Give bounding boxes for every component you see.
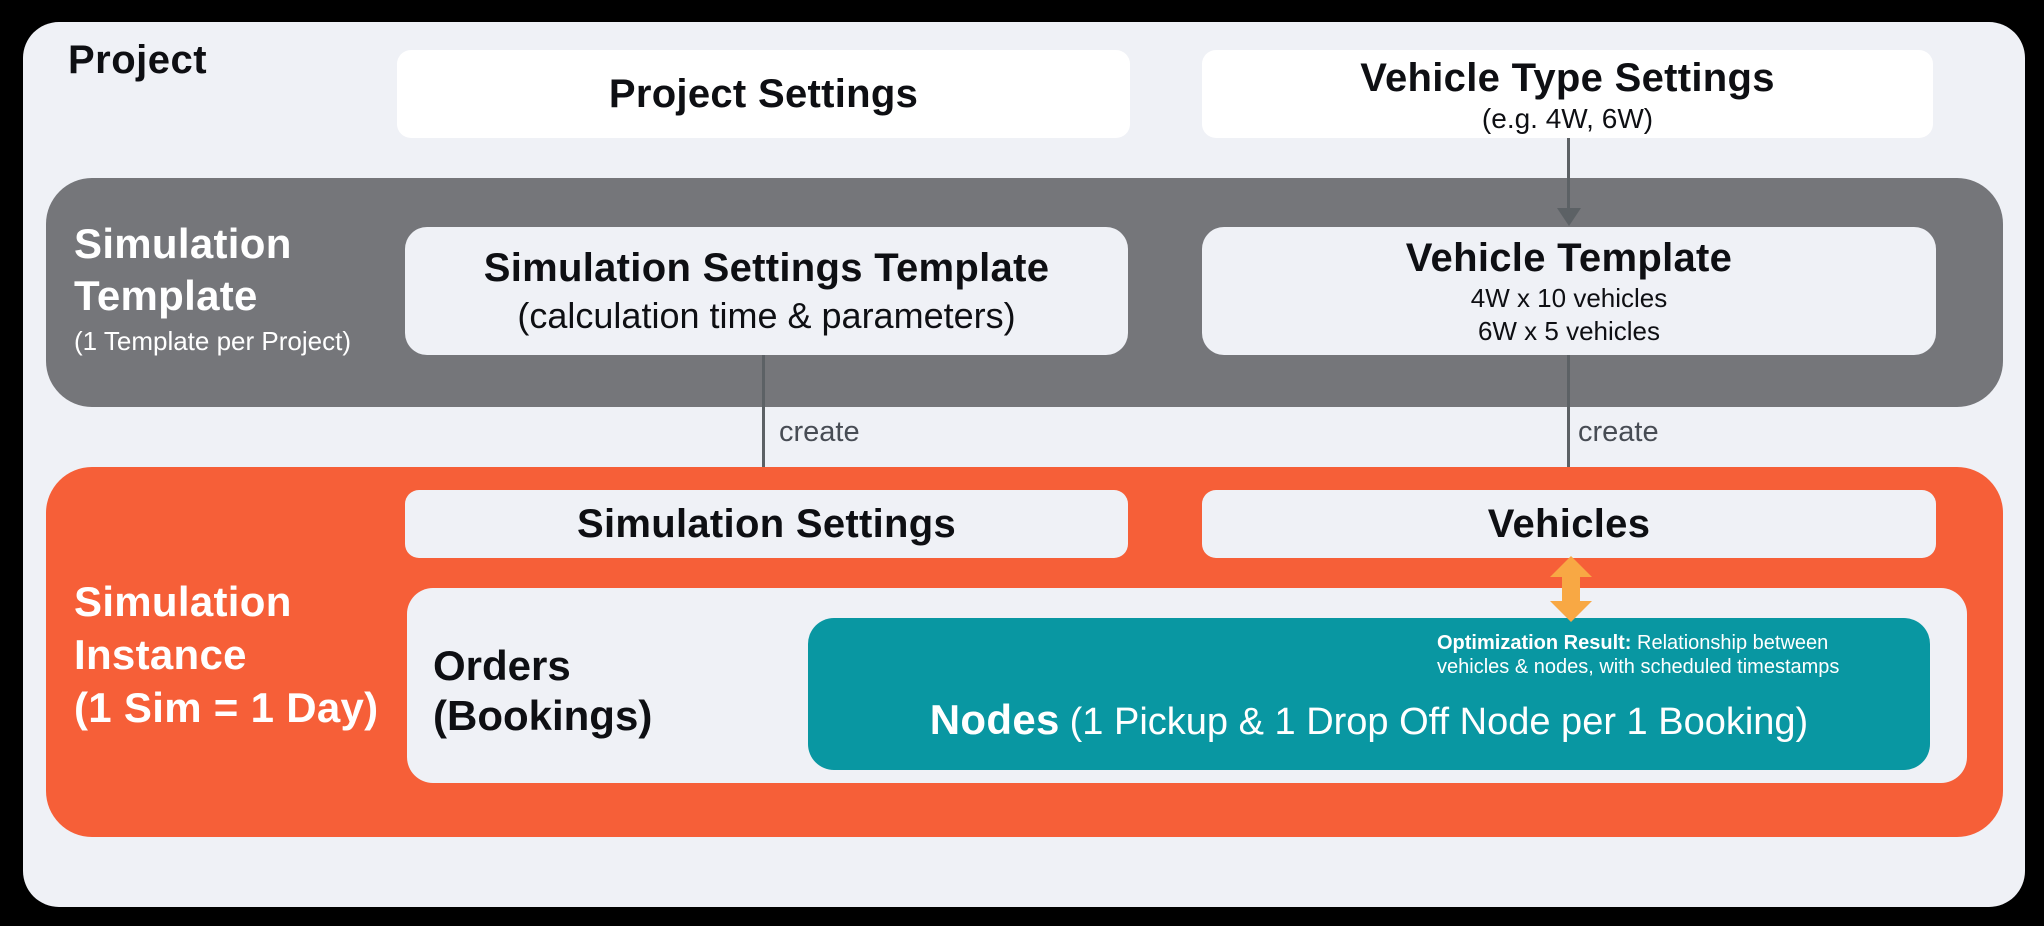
vehicle-type-settings-title: Vehicle Type Settings xyxy=(1360,55,1775,100)
orders-label-line1: Orders xyxy=(433,642,571,689)
simulation-template-label-line1: Simulation xyxy=(74,220,292,267)
vehicles-box: Vehicles xyxy=(1202,490,1936,558)
optimization-result-note: Optimization Result: Relationship betwee… xyxy=(1437,631,1897,679)
optimization-result-label: Optimization Result: xyxy=(1437,632,1632,654)
simulation-instance-label-line1: Simulation xyxy=(74,578,292,625)
vehicle-type-settings-box: Vehicle Type Settings (e.g. 4W, 6W) xyxy=(1202,50,1933,138)
vehicles-nodes-double-arrow-icon xyxy=(1550,556,1592,622)
project-panel: Project Project Settings Vehicle Type Se… xyxy=(23,22,2025,907)
simulation-instance-label: Simulation Instance (1 Sim = 1 Day) xyxy=(74,575,378,734)
down-arrow-line-vehicle-type-icon xyxy=(1567,138,1570,212)
simulation-template-label: Simulation Template (1 Template per Proj… xyxy=(74,218,351,358)
simulation-settings-box: Simulation Settings xyxy=(405,490,1128,558)
orders-box: Orders (Bookings) Optimization Result: R… xyxy=(407,588,1967,783)
optimization-result-rest: Relationship between xyxy=(1631,632,1829,654)
nodes-title: Nodes xyxy=(929,696,1060,743)
simulation-settings-template-box: Simulation Settings Template (calculatio… xyxy=(405,227,1128,355)
optimization-result-line2: vehicles & nodes, with scheduled timesta… xyxy=(1437,656,1840,678)
orders-label: Orders (Bookings) xyxy=(433,641,652,741)
create-label-left: create xyxy=(779,416,860,448)
vehicle-template-line1: 4W x 10 vehicles xyxy=(1470,283,1668,313)
vehicle-template-line2: 6W x 5 vehicles xyxy=(1477,316,1661,346)
create-label-right: create xyxy=(1578,416,1659,448)
vehicle-template-box: Vehicle Template 4W x 10 vehicles 6W x 5… xyxy=(1202,227,1936,355)
simulation-instance-label-line3: (1 Sim = 1 Day) xyxy=(74,684,379,731)
project-settings-title: Project Settings xyxy=(608,72,919,116)
vehicles-title: Vehicles xyxy=(1487,502,1651,546)
create-arrow-line-right-icon xyxy=(1567,355,1570,475)
nodes-subtitle: (1 Pickup & 1 Drop Off Node per 1 Bookin… xyxy=(1069,701,1809,743)
simulation-settings-title: Simulation Settings xyxy=(576,502,957,546)
simulation-instance-band: Simulation Instance (1 Sim = 1 Day) Simu… xyxy=(46,467,2003,837)
vehicle-template-title: Vehicle Template xyxy=(1405,236,1733,280)
simulation-settings-template-subtitle: (calculation time & parameters) xyxy=(517,295,1016,336)
create-arrow-line-left-icon xyxy=(762,355,765,475)
project-settings-box: Project Settings xyxy=(397,50,1130,138)
simulation-instance-label-line2: Instance xyxy=(74,631,247,678)
simulation-template-label-line2: Template xyxy=(74,272,258,319)
nodes-box: Optimization Result: Relationship betwee… xyxy=(808,618,1930,770)
down-arrowhead-vehicle-type-icon xyxy=(1557,208,1581,226)
optimization-result-line1: Optimization Result: Relationship betwee… xyxy=(1437,631,1897,655)
nodes-title-line: Nodes(1 Pickup & 1 Drop Off Node per 1 B… xyxy=(808,694,1930,756)
orders-label-line2: (Bookings) xyxy=(433,692,653,739)
simulation-template-band: Simulation Template (1 Template per Proj… xyxy=(46,178,2003,407)
simulation-template-label-note: (1 Template per Project) xyxy=(74,326,351,356)
project-label: Project xyxy=(68,38,208,82)
vehicle-type-settings-subtitle: (e.g. 4W, 6W) xyxy=(1481,102,1654,134)
simulation-settings-template-title: Simulation Settings Template xyxy=(483,246,1050,290)
